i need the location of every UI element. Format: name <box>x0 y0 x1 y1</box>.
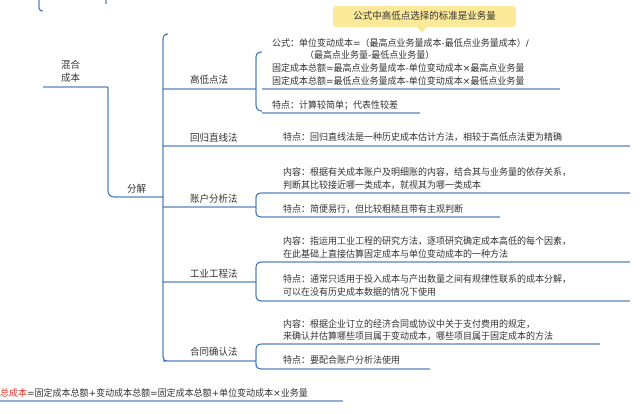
node-high-low: 高低点法 <box>190 75 229 86</box>
callout-note: 公式中高低点选择的标准是业务量 <box>333 6 516 27</box>
node-account-analysis: 账户分析法 <box>190 194 238 205</box>
high-low-formula-line2: （最高点业务量-最低点业务量） <box>305 51 435 61</box>
node-decompose: 分解 <box>127 184 147 195</box>
account-content-line1: 内容：根据有关成本账户及明细账的内容，结合其与业务量的依存关系， <box>283 168 572 178</box>
engineering-feature-line2: 可以在没有历史成本数据的情况下使用 <box>283 288 437 298</box>
total-cost-expression: =固定成本总额+变动成本总额=固定成本总额+单位变动成本×业务量 <box>27 389 308 399</box>
connector-top-left <box>38 0 44 12</box>
engineering-content-line1: 内容：指运用工业工程的研究方法，逐项研究确定成本高低的每个因素， <box>283 237 572 247</box>
contract-feature: 特点：要配合账户分析法使用 <box>283 356 401 366</box>
connector-decompose-down <box>162 197 169 362</box>
high-low-formula-line3: 固定成本总额=最高点业务量成本-单位变动成本×最高点业务量 <box>272 64 525 74</box>
engineering-feature-line1: 特点：通常只适用于投入成本与产出数量之间有规律性联系的成本分解， <box>283 275 572 285</box>
connector-engineering-sub <box>255 261 263 302</box>
total-cost-label: 总成本 <box>0 389 28 399</box>
connector-account-sub <box>255 192 263 218</box>
node-mixed-cost-line2: 成本 <box>61 73 81 84</box>
engineering-content-line2: 在此基础上直接估算固定成本与单位变动成本的一种方法 <box>283 250 509 260</box>
contract-content-line1: 内容：根据企业订立的经济合同或协议中关于支付费用的规定， <box>283 320 536 330</box>
connector-contract-sub <box>255 343 263 370</box>
total-cost-formula: 总成本=固定成本总额+变动成本总额=固定成本总额+单位变动成本×业务量 <box>0 388 308 400</box>
regression-feature: 特点：回归直线法是一种历史成本估计方法，相较于高低点法更为精确 <box>283 133 563 143</box>
account-feature: 特点：简便易行，但比较粗糙且带有主观判断 <box>283 205 464 215</box>
node-regression: 回归直线法 <box>190 133 238 144</box>
connector-mixed-to-decompose <box>107 87 163 198</box>
node-engineering: 工业工程法 <box>190 269 238 280</box>
node-mixed-cost-line1: 混合 <box>61 60 81 71</box>
account-content-line2: 判断其比较接近哪一类成本，就视其为哪一类成本 <box>283 181 482 191</box>
contract-content-line2: 来确认并估算哪些项目属于变动成本，哪些项目属于固定成本的方法 <box>283 332 554 342</box>
connector-high-low-sub <box>255 51 263 112</box>
high-low-feature: 特点：计算较简单；代表性较差 <box>272 101 399 111</box>
node-contract: 合同确认法 <box>190 347 238 358</box>
high-low-formula-line4: 固定成本总额=最低点业务量成本-单位变动成本×最低点业务量 <box>272 77 525 87</box>
callout-pointer <box>417 27 427 33</box>
connector-decompose-spine <box>162 33 169 197</box>
high-low-formula-line1: 公式：单位变动成本=（最高点业务量成本-最低点业务量成本）/ <box>272 39 529 49</box>
